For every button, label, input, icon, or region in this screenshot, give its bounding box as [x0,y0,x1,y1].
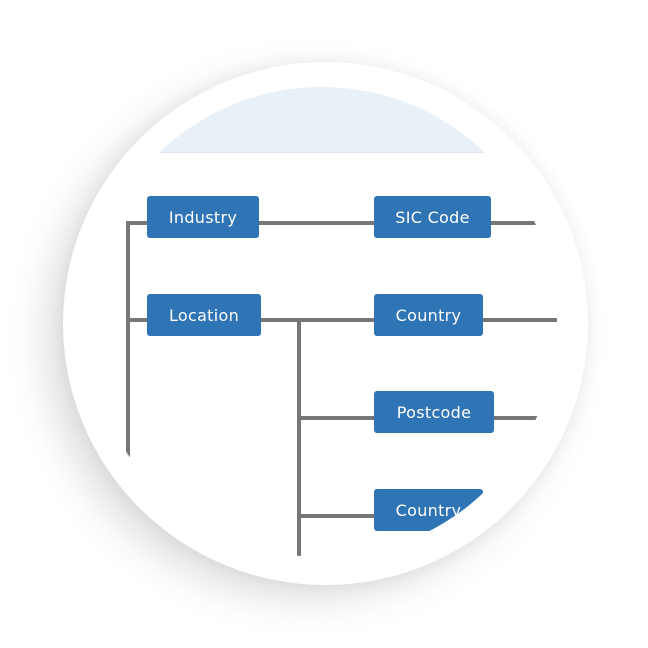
node-country[interactable]: Country [374,294,483,336]
diagram-viewport: Industry SIC Code Location Country Postc… [87,87,557,557]
node-sic-code[interactable]: SIC Code [374,196,491,238]
node-postcode[interactable]: Postcode [374,391,494,433]
connector-location-vertical [297,318,301,557]
header-band [87,87,557,153]
node-industry[interactable]: Industry [147,196,259,238]
connector-country2-row [297,514,387,518]
connector-location-row [126,318,557,322]
connector-main-vertical [126,221,130,481]
node-location[interactable]: Location [147,294,261,336]
node-country-2[interactable]: Country [374,489,483,531]
connector-industry-row [126,221,546,225]
